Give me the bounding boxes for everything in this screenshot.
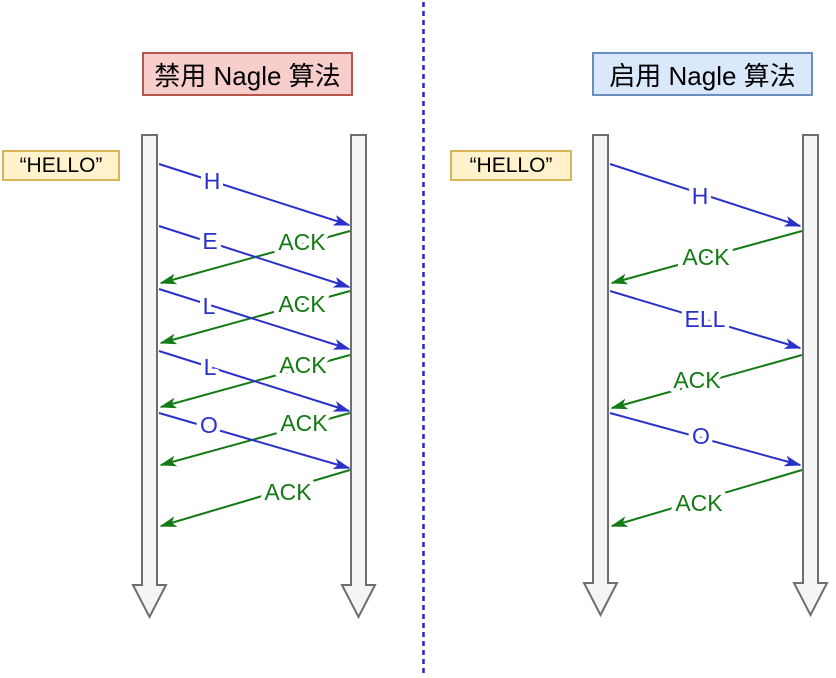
left-panel-receiver-lifeline (340, 134, 377, 620)
message-arrow-ell (609, 290, 800, 349)
message-label: O (200, 412, 218, 438)
ack-label: ACK (278, 229, 326, 255)
message-arrow-o (158, 412, 349, 468)
ack-label: ACK (278, 291, 326, 317)
message-label: H (692, 183, 709, 209)
message-arrow-l2 (158, 350, 349, 412)
message-arrow-h (609, 163, 800, 227)
ack-arrow (612, 469, 803, 527)
ack-label: ACK (280, 410, 328, 436)
ack-label: ACK (279, 352, 327, 378)
right-panel-sender-lifeline (582, 134, 619, 618)
ack-arrow (612, 354, 803, 408)
message-label: L (203, 293, 216, 319)
title-disable-nagle: 禁用 Nagle 算法 (142, 52, 353, 96)
left-panel-sender-lifeline (131, 134, 168, 620)
hello-input-label-right: “HELLO” (450, 150, 572, 181)
ack-label: ACK (682, 244, 730, 270)
ack-arrow (612, 230, 803, 283)
message-arrow-h (158, 163, 349, 226)
message-label: O (692, 423, 710, 449)
message-arrow-e (158, 225, 349, 288)
message-label: ELL (685, 306, 726, 332)
title-enable-nagle: 启用 Nagle 算法 (592, 52, 813, 96)
message-arrow-l1 (158, 288, 349, 350)
message-label: E (202, 228, 217, 254)
ack-arrow (161, 469, 351, 527)
ack-label: ACK (675, 490, 723, 516)
ack-arrow (161, 290, 351, 343)
ack-arrow (161, 412, 351, 465)
right-panel-receiver-lifeline (792, 134, 829, 618)
ack-label: ACK (673, 367, 721, 393)
message-label: H (204, 168, 221, 194)
message-arrow-o (609, 412, 800, 465)
hello-input-label-left: “HELLO” (2, 150, 120, 181)
message-label: L (204, 354, 217, 380)
ack-label: ACK (264, 479, 312, 505)
